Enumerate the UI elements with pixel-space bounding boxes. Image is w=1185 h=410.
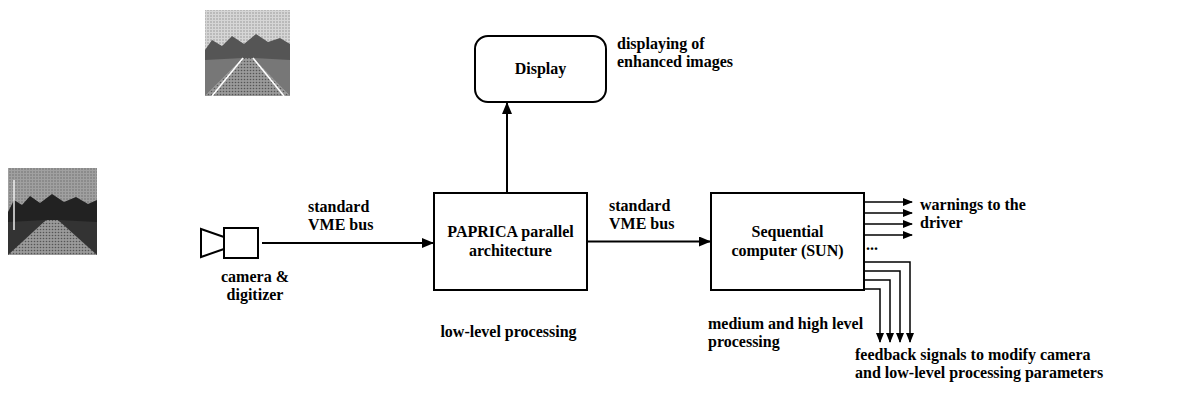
computer-box: Sequential computer (SUN)medium and high… — [710, 192, 865, 291]
output-label: warnings to the driver — [920, 196, 1070, 233]
ellipsis-label: ... — [866, 236, 896, 254]
box-caption: medium and high level processing — [708, 315, 868, 352]
output-arrows — [857, 202, 912, 342]
output-label: feedback signals to modify camera and lo… — [855, 346, 1117, 383]
camera-label: camera & digitizer — [196, 268, 314, 305]
processor-box: PAPRICA parallel architecturelow-level p… — [433, 192, 588, 291]
bus-connector — [588, 241, 710, 243]
camera-icon — [200, 224, 262, 262]
bus-label: standard VME bus — [308, 198, 388, 235]
bus-connector — [506, 103, 508, 192]
box-caption: displaying of enhanced images — [617, 35, 767, 72]
box-title: PAPRICA parallel architecture — [435, 223, 586, 260]
road-image-raw — [8, 168, 97, 255]
bus-connector — [262, 242, 433, 244]
display-box: Displaydisplaying of enhanced images — [474, 35, 607, 103]
bus-label: standard VME bus — [609, 197, 689, 234]
box-caption: low-level processing — [435, 323, 582, 341]
box-title: Sequential computer (SUN) — [712, 223, 863, 260]
road-image-enhanced — [205, 10, 290, 96]
box-title: Display — [509, 60, 573, 78]
